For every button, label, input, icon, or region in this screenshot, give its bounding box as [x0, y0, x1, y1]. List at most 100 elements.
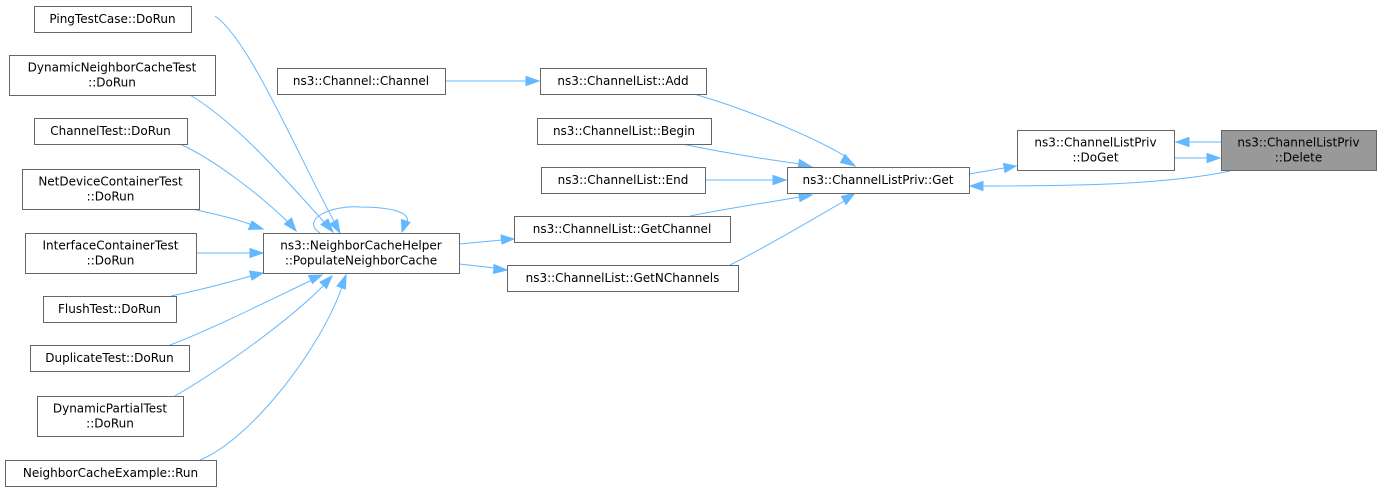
node-label: ns3::ChannelList::GetNChannels — [526, 271, 720, 285]
graph-node-channel[interactable]: ns3::Channel::Channel — [277, 68, 446, 95]
node-label: ::DoGet — [1072, 151, 1118, 165]
arrowhead — [329, 218, 341, 235]
graph-node-delete[interactable]: ns3::ChannelListPriv::Delete — [1221, 130, 1377, 171]
call-edge — [170, 275, 252, 297]
graph-node-begin[interactable]: ns3::ChannelList::Begin — [537, 118, 712, 145]
call-edge — [179, 143, 289, 223]
graph-node-dynpartial[interactable]: DynamicPartialTest::DoRun — [37, 396, 184, 437]
graph-node-chantest[interactable]: ChannelTest::DoRun — [34, 118, 188, 145]
arrowhead — [1002, 162, 1018, 174]
graph-node-pingtest[interactable]: PingTestCase::DoRun — [34, 6, 192, 33]
arrowhead — [492, 263, 509, 275]
call-edge — [169, 279, 313, 346]
arrowhead — [248, 270, 265, 281]
call-edge — [199, 286, 343, 461]
node-box[interactable] — [540, 68, 707, 95]
graph-node-end[interactable]: ns3::ChannelList::End — [541, 167, 706, 194]
node-label: ns3::ChannelList::Begin — [553, 124, 695, 138]
node-label: ns3::ChannelListPriv::Get — [802, 173, 953, 187]
node-label: ns3::ChannelList::End — [558, 173, 689, 187]
arrowhead — [839, 153, 857, 167]
graph-node-doget[interactable]: ns3::ChannelListPriv::DoGet — [1017, 130, 1175, 171]
graph-node-netdev[interactable]: NetDeviceContainerTest::DoRun — [22, 169, 200, 210]
node-box[interactable] — [263, 233, 460, 274]
node-box[interactable] — [30, 345, 190, 372]
node-box[interactable] — [5, 460, 217, 487]
node-label: ::Delete — [1275, 151, 1323, 165]
node-box[interactable] — [22, 169, 200, 210]
graph-node-populate[interactable]: ns3::NeighborCacheHelper::PopulateNeighb… — [263, 233, 460, 274]
node-label: InterfaceContainerTest — [43, 239, 179, 253]
node-label: DuplicateTest::DoRun — [45, 351, 173, 365]
arrowhead — [772, 174, 788, 186]
node-box[interactable] — [277, 68, 446, 95]
node-label: ns3::ChannelList::GetChannel — [533, 222, 712, 236]
arrowhead — [400, 218, 411, 234]
graph-node-getnchannels[interactable]: ns3::ChannelList::GetNChannels — [507, 265, 739, 292]
node-box[interactable] — [9, 55, 216, 96]
node-box[interactable] — [541, 167, 706, 194]
call-edge — [214, 15, 336, 224]
node-label: ChannelTest::DoRun — [50, 124, 171, 138]
node-box[interactable] — [1017, 130, 1175, 171]
node-label: DynamicPartialTest — [53, 402, 168, 416]
node-label: ::PopulateNeighborCache — [285, 254, 437, 268]
call-edge — [681, 143, 801, 165]
arrowhead — [1174, 136, 1190, 148]
node-box[interactable] — [507, 265, 739, 292]
arrowhead — [307, 274, 324, 285]
graph-node-example[interactable]: NeighborCacheExample::Run — [5, 460, 217, 487]
node-box[interactable] — [37, 396, 184, 437]
node-label: ::DoRun — [88, 76, 136, 90]
node-label: NetDeviceContainerTest — [38, 175, 183, 189]
arrowhead — [320, 218, 335, 234]
arrowhead — [336, 273, 347, 290]
graph-node-dyncache[interactable]: DynamicNeighborCacheTest::DoRun — [9, 55, 216, 96]
graph-node-add[interactable]: ns3::ChannelList::Add — [540, 68, 707, 95]
call-edge — [458, 263, 496, 269]
call-edge — [693, 93, 849, 159]
graph-node-dup[interactable]: DuplicateTest::DoRun — [30, 345, 190, 372]
node-box[interactable] — [537, 118, 712, 145]
arrowhead — [500, 234, 516, 245]
arrowhead — [840, 192, 857, 206]
node-label: ns3::ChannelListPriv — [1237, 136, 1359, 150]
node-box[interactable] — [25, 233, 197, 274]
node-label: ns3::Channel::Channel — [293, 74, 429, 88]
node-box[interactable] — [514, 216, 731, 243]
node-box[interactable] — [43, 296, 177, 323]
arrowhead — [247, 220, 265, 231]
node-label: NeighborCacheExample::Run — [23, 466, 198, 480]
graph-node-get[interactable]: ns3::ChannelListPriv::Get — [787, 167, 970, 194]
graph-node-getchannel[interactable]: ns3::ChannelList::GetChannel — [514, 216, 731, 243]
node-label: PingTestCase::DoRun — [49, 12, 175, 26]
call-edge — [981, 170, 1231, 187]
graph-node-flush[interactable]: FlushTest::DoRun — [43, 296, 177, 323]
node-box[interactable] — [34, 6, 192, 33]
graph-node-iface[interactable]: InterfaceContainerTest::DoRun — [25, 233, 197, 274]
arrowhead — [525, 75, 541, 87]
call-edge — [313, 206, 409, 234]
call-edge — [174, 284, 325, 397]
call-edge — [458, 239, 503, 245]
node-label: ::DoRun — [87, 254, 135, 268]
arrowhead — [968, 180, 984, 192]
arrowhead — [319, 274, 334, 290]
node-box[interactable] — [1221, 130, 1377, 171]
arrowhead — [249, 247, 265, 259]
call-edge — [189, 94, 326, 224]
node-label: ns3::ChannelList::Add — [557, 74, 688, 88]
node-box[interactable] — [787, 167, 970, 194]
call-edge — [968, 167, 1005, 175]
call-edge — [729, 199, 847, 266]
node-label: DynamicNeighborCacheTest — [28, 61, 197, 75]
node-label: ::DoRun — [87, 190, 135, 204]
call-graph-nodes: ns3::ChannelListPriv::Deletens3::Channel… — [5, 6, 1377, 487]
arrowhead — [1206, 152, 1222, 164]
node-box[interactable] — [34, 118, 188, 145]
node-label: FlushTest::DoRun — [58, 302, 161, 316]
arrowhead — [283, 217, 297, 233]
call-edge — [689, 196, 801, 217]
call-edge — [191, 208, 253, 226]
